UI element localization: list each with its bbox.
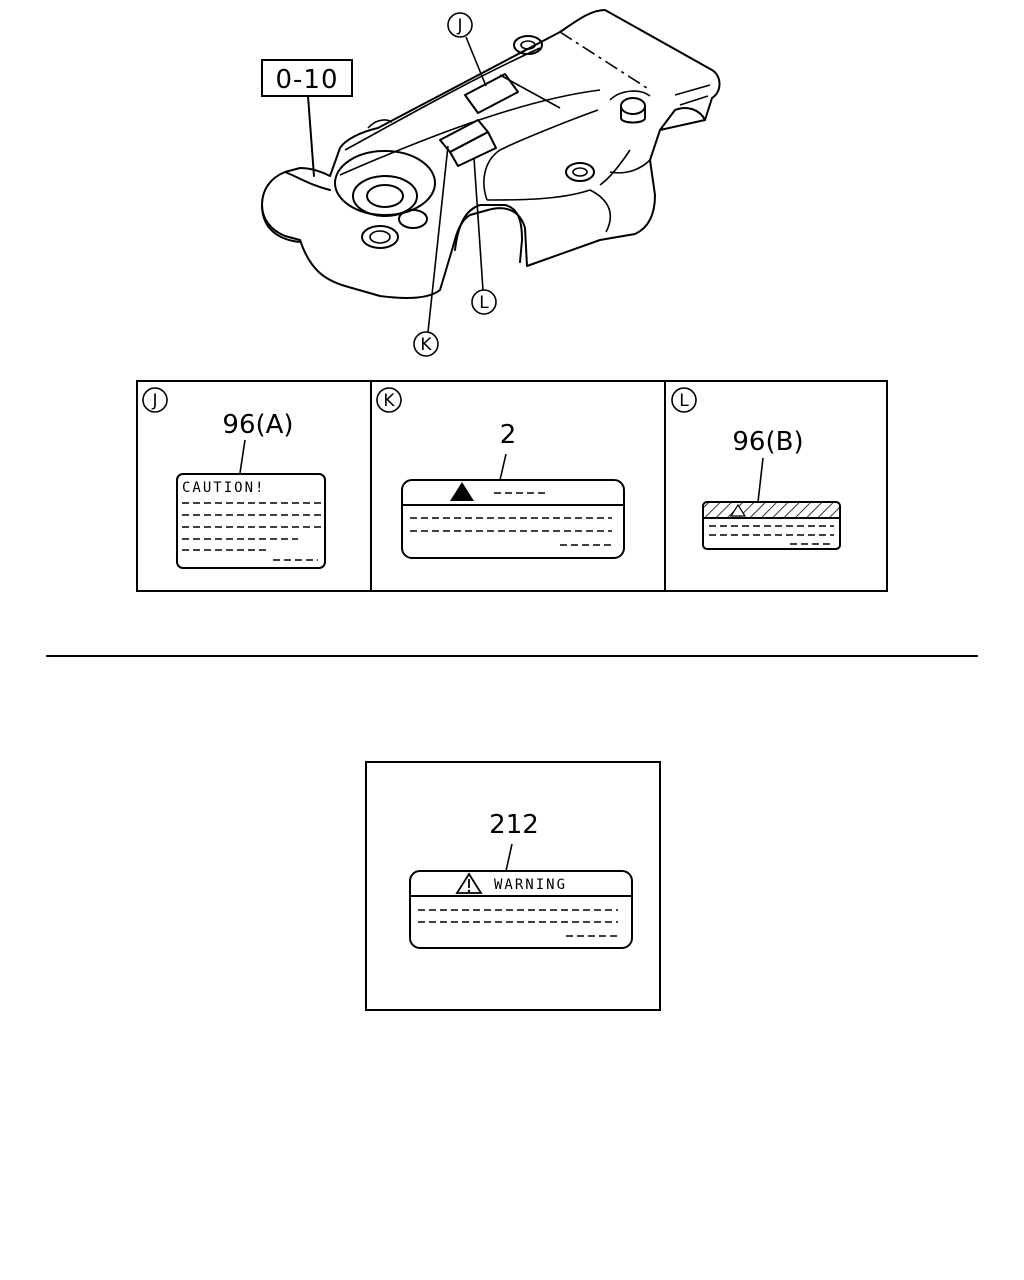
label-heading: CAUTION! bbox=[182, 480, 265, 496]
warning-triangle-icon bbox=[729, 503, 747, 517]
bottom-panel: 212 WARNING bbox=[365, 761, 661, 1011]
panel-letter: J bbox=[151, 391, 157, 411]
callout-j: J bbox=[447, 12, 487, 87]
part-number: 212 bbox=[489, 810, 539, 840]
callout-k: K bbox=[413, 145, 449, 357]
callout-l: L bbox=[471, 157, 497, 315]
warning-triangle-icon bbox=[450, 482, 474, 501]
svg-text:K: K bbox=[420, 335, 432, 355]
warning-label bbox=[401, 479, 625, 559]
label-heading: WARNING bbox=[494, 877, 567, 893]
detail-panels-frame bbox=[136, 380, 888, 592]
panel-k: K 2 bbox=[376, 387, 625, 559]
engine-cover-illustration bbox=[261, 9, 721, 299]
part-number: 96(A) bbox=[222, 410, 293, 440]
reference-number: 0-10 bbox=[275, 65, 338, 95]
warning-label bbox=[409, 870, 633, 949]
label-l-on-part bbox=[449, 131, 497, 167]
svg-text:J: J bbox=[456, 16, 462, 36]
caution-label bbox=[176, 473, 326, 569]
panel-letter: L bbox=[679, 391, 689, 411]
panel-letter: K bbox=[383, 391, 395, 411]
panel-l: L 96(B) bbox=[671, 387, 841, 550]
svg-text:L: L bbox=[479, 293, 489, 313]
hatched-warning-label bbox=[702, 501, 841, 550]
label-j-on-part bbox=[464, 73, 519, 114]
part-number: 96(B) bbox=[732, 427, 803, 457]
part-number: 2 bbox=[500, 420, 517, 450]
panel-j: J 96(A) CAUTION! bbox=[142, 387, 326, 569]
reference-callout: 0-10 bbox=[261, 59, 353, 177]
